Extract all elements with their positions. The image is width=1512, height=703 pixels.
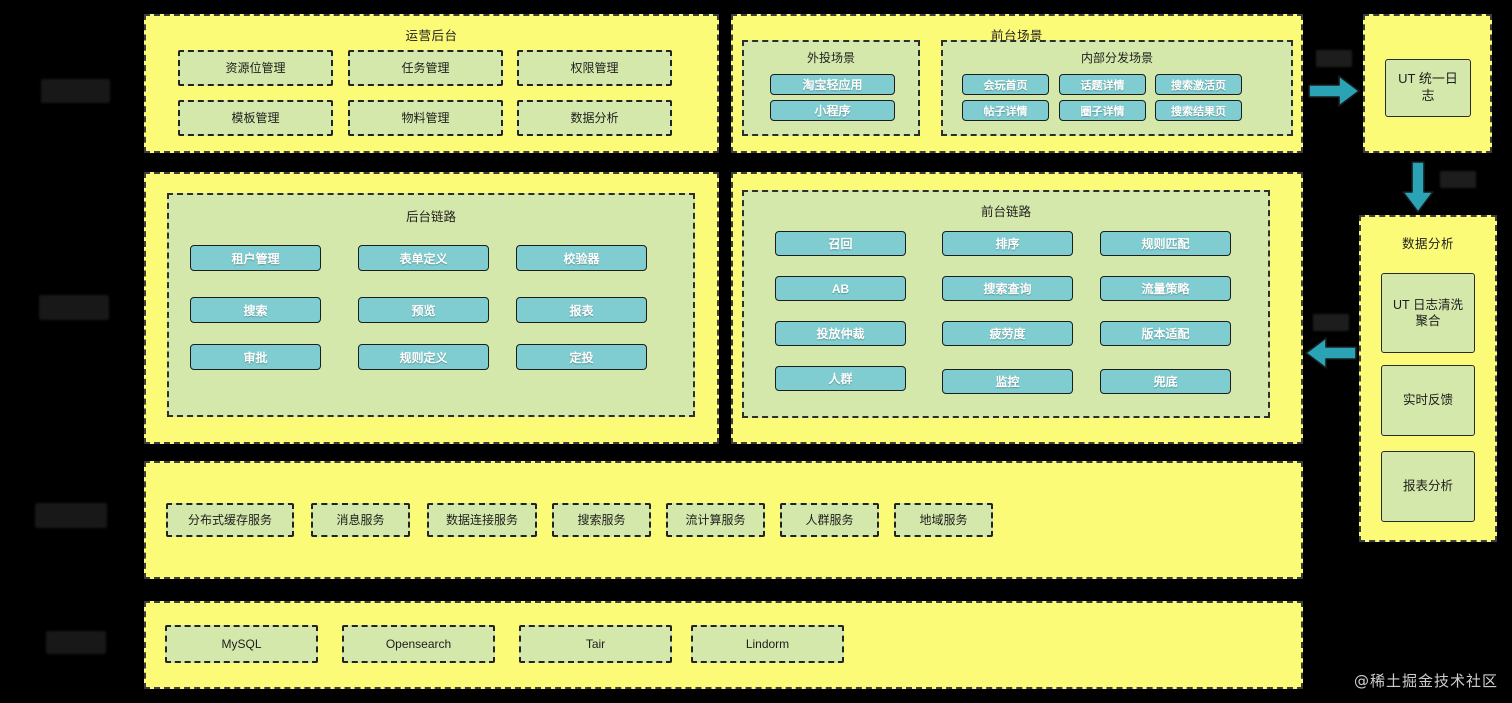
storage-layer-item[interactable]: Lindorm bbox=[691, 625, 844, 663]
service-layer-item[interactable]: 数据连接服务 bbox=[427, 503, 537, 537]
ut-log-card[interactable]: UT 统一日志 bbox=[1385, 59, 1471, 117]
internal-scene-title: 内部分发场景 bbox=[1080, 51, 1153, 65]
internal-scene-item[interactable]: 搜索结果页 bbox=[1155, 100, 1242, 121]
backend-chain-item[interactable]: 报表 bbox=[516, 297, 647, 323]
frontend-chain-item[interactable]: 投放仲裁 bbox=[775, 321, 906, 346]
internal-scene-item[interactable]: 帖子详情 bbox=[962, 100, 1049, 121]
backend-chain-item[interactable]: 表单定义 bbox=[358, 245, 489, 271]
analysis-item[interactable]: UT 日志清洗聚合 bbox=[1381, 273, 1475, 353]
service-layer-item[interactable]: 流计算服务 bbox=[666, 503, 765, 537]
operation-console-item[interactable]: 权限管理 bbox=[517, 50, 672, 86]
operation-console-title: 运营后台 bbox=[405, 29, 458, 43]
analysis-item[interactable]: 报表分析 bbox=[1381, 451, 1475, 522]
external-scene-item[interactable]: 小程序 bbox=[770, 100, 895, 121]
frontend-chain-item[interactable]: 人群 bbox=[775, 366, 906, 391]
backend-chain-item[interactable]: 定投 bbox=[516, 344, 647, 370]
storage-layer-item[interactable]: Tair bbox=[519, 625, 672, 663]
internal-scene-item[interactable]: 圈子详情 bbox=[1059, 100, 1146, 121]
frontend-chain-item[interactable]: 规则匹配 bbox=[1100, 231, 1231, 256]
backend-chain-item[interactable]: 审批 bbox=[190, 344, 321, 370]
frontend-chain-item[interactable]: 搜索查询 bbox=[942, 276, 1073, 301]
service-layer-item[interactable]: 人群服务 bbox=[780, 503, 879, 537]
operation-console-item[interactable]: 任务管理 bbox=[348, 50, 503, 86]
backend-chain-item[interactable]: 规则定义 bbox=[358, 344, 489, 370]
service-layer-item[interactable]: 消息服务 bbox=[311, 503, 410, 537]
watermark: @稀土掘金技术社区 bbox=[1353, 672, 1498, 690]
frontend-chain-item[interactable]: 疲劳度 bbox=[942, 321, 1073, 346]
backend-chain-title: 后台链路 bbox=[405, 210, 456, 224]
external-scene-title: 外投场景 bbox=[806, 51, 855, 65]
analysis-item[interactable]: 实时反馈 bbox=[1381, 365, 1475, 436]
arrow-left-icon bbox=[1305, 337, 1357, 369]
operation-console-item[interactable]: 资源位管理 bbox=[178, 50, 333, 86]
service-layer-item[interactable]: 地域服务 bbox=[894, 503, 993, 537]
internal-scene-item[interactable]: 会玩首页 bbox=[962, 74, 1049, 95]
frontend-chain-item[interactable]: AB bbox=[775, 276, 906, 301]
arrow-right-icon bbox=[1308, 75, 1360, 107]
internal-scene-item[interactable]: 话题详情 bbox=[1059, 74, 1146, 95]
storage-layer-item[interactable]: MySQL bbox=[165, 625, 318, 663]
layer-label-2 bbox=[39, 295, 109, 320]
backend-chain-item[interactable]: 搜索 bbox=[190, 297, 321, 323]
frontend-chain-item[interactable]: 排序 bbox=[942, 231, 1073, 256]
frontend-chain-item[interactable]: 兜底 bbox=[1100, 369, 1231, 394]
operation-console-item[interactable]: 模板管理 bbox=[178, 100, 333, 136]
arrow-analysis-to-chain-icon bbox=[1304, 336, 1358, 370]
arrow-log-to-analysis-icon bbox=[1400, 160, 1436, 214]
backend-chain-item[interactable]: 校验器 bbox=[516, 245, 647, 271]
operation-console-item[interactable]: 数据分析 bbox=[517, 100, 672, 136]
frontend-scene-title: 前台场景 bbox=[990, 29, 1043, 43]
arrow-log-to-analysis-label bbox=[1440, 171, 1476, 188]
service-layer-item[interactable]: 分布式缓存服务 bbox=[166, 503, 294, 537]
frontend-chain-item[interactable]: 召回 bbox=[775, 231, 906, 256]
external-scene-item[interactable]: 淘宝轻应用 bbox=[770, 74, 895, 95]
service-layer-item[interactable]: 搜索服务 bbox=[552, 503, 651, 537]
arrow-analysis-to-chain-label bbox=[1313, 314, 1349, 331]
frontend-chain-item[interactable]: 版本适配 bbox=[1100, 321, 1231, 346]
frontend-chain-item[interactable]: 监控 bbox=[942, 369, 1073, 394]
analysis-title: 数据分析 bbox=[1401, 237, 1454, 251]
arrow-down-icon bbox=[1402, 161, 1434, 213]
layer-label-1 bbox=[41, 79, 110, 103]
backend-chain-item[interactable]: 租户管理 bbox=[190, 245, 321, 271]
operation-console-item[interactable]: 物料管理 bbox=[348, 100, 503, 136]
layer-label-3 bbox=[35, 503, 107, 528]
arrow-to-log-icon bbox=[1307, 74, 1361, 108]
layer-label-4 bbox=[46, 631, 106, 654]
storage-layer-item[interactable]: Opensearch bbox=[342, 625, 495, 663]
frontend-chain-title: 前台链路 bbox=[980, 205, 1031, 219]
backend-chain-item[interactable]: 预览 bbox=[358, 297, 489, 323]
frontend-chain-item[interactable]: 流量策略 bbox=[1100, 276, 1231, 301]
arrow-to-log-label bbox=[1316, 50, 1352, 67]
internal-scene-item[interactable]: 搜索激活页 bbox=[1155, 74, 1242, 95]
